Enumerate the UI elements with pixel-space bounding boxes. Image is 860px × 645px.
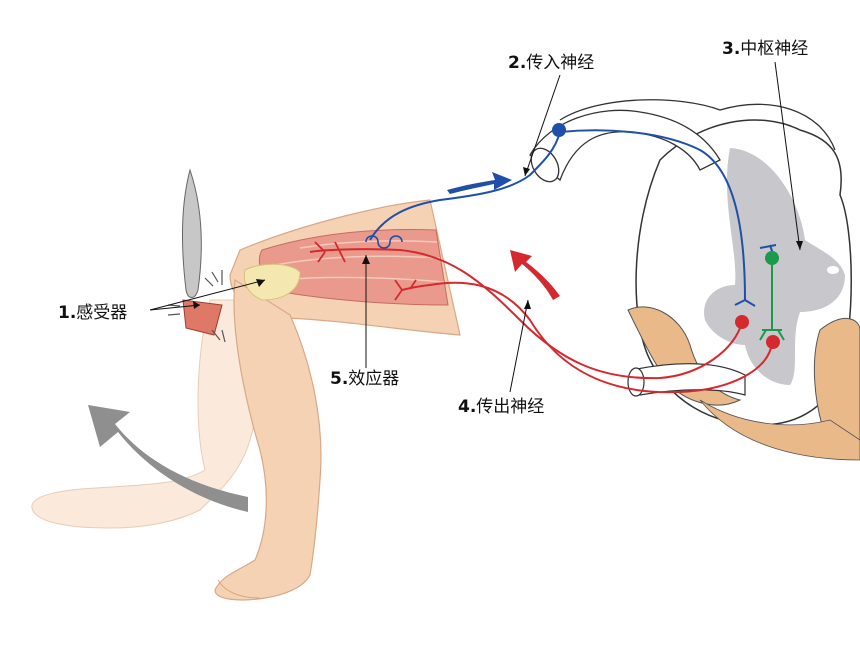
sensory-receptor-coils: [365, 235, 403, 249]
interneuron-synapse: [759, 329, 785, 341]
hammer-head: [182, 299, 223, 336]
leader-center: [774, 61, 801, 251]
leader-efferent: [509, 299, 529, 393]
spinal-cord-section: [529, 99, 860, 461]
leader-receptor-1: [149, 304, 201, 311]
leader-lines: [149, 61, 803, 393]
central-canal: [827, 266, 839, 274]
lower-leg: [214, 278, 322, 601]
motor-neuron-body-1: [735, 315, 749, 329]
labels: 1.感受器 2.传入神经 3.中枢神经 4.传出神经 5.效应器: [58, 39, 808, 417]
motor-endplate-1: [314, 241, 346, 263]
label-afferent: 2.传入神经: [508, 53, 594, 73]
spinal-cord-dorsal-lobe: [559, 99, 836, 151]
hammer-handle: [182, 168, 202, 298]
afferent-nerve: [365, 123, 777, 307]
leader-arrowhead-efferent: [524, 300, 531, 309]
efferent-nerve-fiber-1: [309, 248, 743, 380]
efferent-nerve: [309, 241, 780, 394]
afferent-direction-arrow: [447, 172, 512, 194]
impact-marks: [167, 270, 226, 343]
foot: [217, 579, 261, 599]
sensory-neuron-body: [552, 123, 566, 137]
leg: [31, 199, 461, 601]
ventral-root-opening: [627, 367, 645, 397]
motor-neuron-body-2: [766, 335, 780, 349]
leader-arrowhead-receptor-1: [193, 301, 200, 309]
label-center: 3.中枢神经: [722, 39, 808, 59]
sensory-synapse-lower: [734, 299, 756, 307]
efferent-direction-arrow: [510, 250, 560, 300]
leader-arrowhead-receptor-2: [256, 279, 265, 287]
leader-afferent: [524, 74, 561, 177]
lower-leg-ghost: [31, 299, 261, 529]
leader-arrowhead-afferent: [523, 167, 530, 176]
reflex-hammer: [167, 168, 226, 343]
interneuron: [759, 251, 785, 341]
motor-endplate-2: [394, 279, 417, 301]
vertebra-bone-bottom: [699, 399, 860, 461]
efferent-nerve-fiber-2: [401, 281, 773, 394]
label-receptor: 1.感受器: [58, 303, 127, 323]
leader-arrowhead-center: [796, 241, 803, 250]
leader-receptor-2: [149, 279, 266, 311]
leader-arrowhead-effector: [362, 255, 370, 264]
dorsal-root-sheath: [529, 109, 721, 182]
label-efferent: 4.传出神经: [458, 397, 544, 417]
interneuron-body: [765, 251, 779, 265]
label-effector: 5.效应器: [330, 369, 399, 389]
leg-kick-arrow: [88, 405, 248, 512]
patellar-tendon: [243, 263, 301, 301]
ventral-root-sheath: [631, 363, 746, 396]
